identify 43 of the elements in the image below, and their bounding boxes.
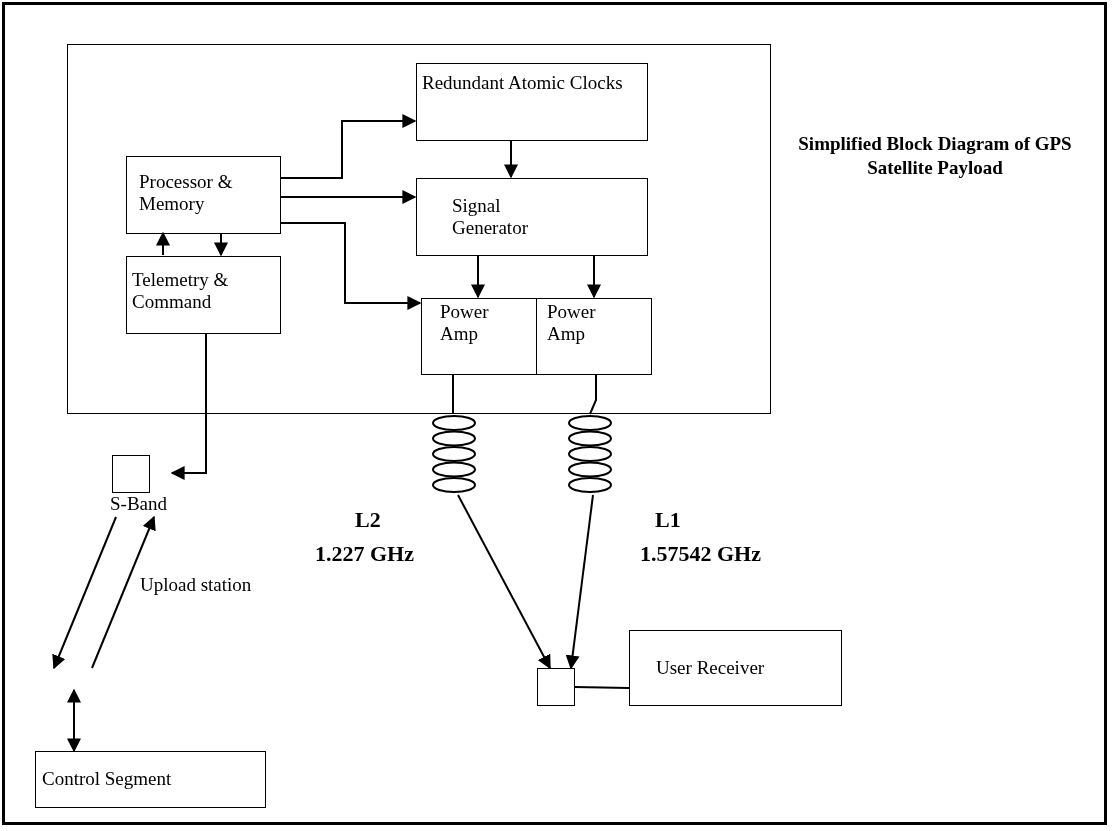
payload-box xyxy=(67,44,771,414)
arrow xyxy=(279,190,417,204)
arrow xyxy=(587,254,601,299)
process-box xyxy=(35,751,266,808)
frequency-label: 1.227 GHz xyxy=(315,542,414,566)
process-box xyxy=(629,630,842,706)
frequency-label: L1 xyxy=(655,508,681,532)
helical-antenna-drawing xyxy=(431,414,477,495)
block-label: User Receiver xyxy=(656,657,766,679)
arrow xyxy=(279,222,422,310)
arrow xyxy=(504,139,518,179)
process-box xyxy=(126,156,281,234)
connector-line xyxy=(574,686,630,689)
antenna-square xyxy=(537,668,575,706)
arrow xyxy=(214,232,228,257)
frequency-label: 1.57542 GHz xyxy=(640,542,761,566)
arrow xyxy=(52,516,117,670)
block-label: Control Segment xyxy=(42,768,173,790)
process-box xyxy=(416,63,648,141)
process-box xyxy=(126,256,281,334)
block-label: Processor & Memory xyxy=(139,171,234,215)
block-label: Signal Generator xyxy=(452,195,529,239)
arrow xyxy=(457,494,551,670)
block-label: Power Amp xyxy=(440,301,490,345)
helical-antenna-drawing xyxy=(567,414,613,495)
process-box xyxy=(421,298,537,375)
arrow xyxy=(67,688,81,753)
process-box xyxy=(536,298,652,375)
arrow xyxy=(279,114,417,179)
arrow xyxy=(471,254,485,299)
block-label: Redundant Atomic Clocks xyxy=(422,72,624,94)
block-label: Telemetry & Command xyxy=(132,269,230,313)
connector-line xyxy=(589,373,597,415)
arrow xyxy=(91,515,156,669)
process-box xyxy=(416,178,648,256)
frequency-label: L2 xyxy=(355,508,381,532)
arrow xyxy=(156,231,170,256)
arrow xyxy=(565,494,594,670)
antenna-label: S-Band xyxy=(110,493,168,515)
diagram-title: Simplified Block Diagram of GPS Satellite Payload xyxy=(797,132,1073,180)
connector-line xyxy=(452,373,454,415)
arrow xyxy=(170,332,207,480)
block-label: Power Amp xyxy=(547,301,597,345)
